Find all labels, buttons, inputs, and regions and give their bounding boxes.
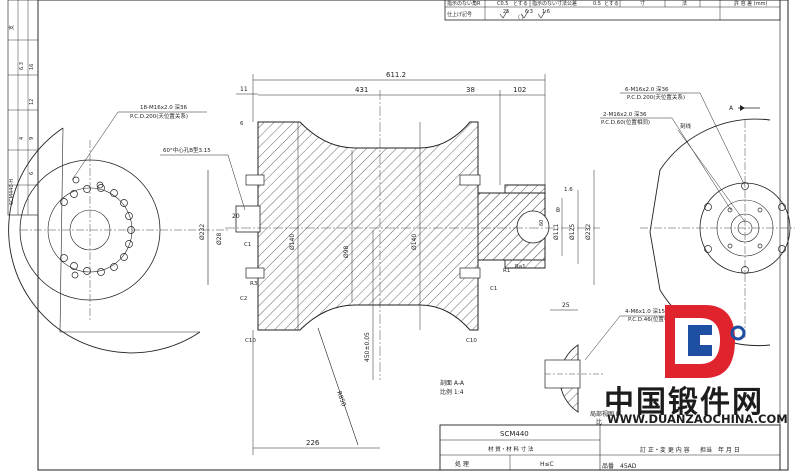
revision-cols: 担当 年 月 日 [700, 446, 740, 454]
finish-c: 1.6 [542, 9, 550, 15]
revision-label: 訂 正・変 更 内 容 [640, 446, 690, 454]
strip-text-0: 16 [29, 64, 35, 70]
dim-111: Ø111 [553, 224, 560, 240]
watermark-logo [665, 305, 746, 378]
dim-98: Ø98 [343, 245, 350, 258]
note-hole1: 18-M16x2.0 深36 [140, 103, 187, 111]
detail-label: 局部视图 B [590, 410, 620, 418]
dim-125: Ø125 [569, 224, 576, 240]
hdr-row2-label: 仕上げ記号 [447, 11, 472, 18]
strip-text-6: SCM440-H [9, 179, 15, 205]
left-strip-table: 16 12 9 6 6.3 4 SCM440-H 支 [7, 0, 39, 216]
strip-text-4: 6.3 [19, 62, 25, 70]
doc-number: 品番 45AD [602, 463, 637, 470]
finish-b: 6.3 [525, 9, 533, 15]
chamfer-c10-right: C10 [466, 338, 477, 344]
tb-mid: H≤C [540, 461, 554, 468]
note-pcd2: P.C.D.60(位置相同) [601, 118, 650, 126]
scale-label: 比例 1:4 [440, 388, 464, 396]
tb-process: 処 理 [455, 460, 469, 468]
header-table: 指示のない角R C0.5 とする 指示のない寸法公差 0.5 とする 寸 法 許… [444, 0, 781, 21]
note-hole2: 2-M16x2.0 深36 [603, 110, 647, 118]
left-view [8, 127, 230, 354]
roughness-ra: Ra1 [515, 264, 526, 270]
hdr-row1-val1: C0.5 [497, 1, 508, 7]
dim-102: 102 [513, 86, 526, 94]
chamfer-c10-left: C10 [245, 338, 256, 344]
hdr-row1-label2: 指示のない寸法公差 [532, 0, 577, 7]
dim-overall: 611.2 [386, 71, 406, 79]
dim-20: 20 [232, 213, 240, 220]
hdr-row1-c4: 法 [682, 0, 687, 7]
note-mark: 刻线 [680, 122, 692, 130]
dim-431: 431 [355, 86, 368, 94]
note-pcd6: P.C.D.200(天位置关系) [627, 93, 685, 101]
chamfer-c2: C2 [240, 296, 247, 302]
dim-140-left: Ø140 [289, 234, 296, 250]
dim-140-right: Ø140 [411, 234, 418, 250]
hdr-row1-c5: 許 容 差 (mm) [734, 0, 767, 7]
section-label: 剖面 A-A [440, 379, 465, 387]
hdr-row1-label: 指示のない角R [447, 0, 481, 7]
detail-view-b: 25 [544, 302, 605, 413]
hdr-row1-c3: 寸 [640, 0, 645, 7]
detail-scale: 比 [596, 418, 602, 426]
dim-232-right: Ø232 [585, 224, 592, 240]
brand-name: 中国锻件网 [604, 385, 764, 420]
finish-a: 25 [503, 9, 509, 15]
detail-mark-b: B [556, 207, 560, 214]
finish-6: 6 [240, 121, 244, 127]
main-section-view: 611.2 431 38 102 11 Ø232 Ø140 Ø98 Ø140 Ø… [199, 71, 600, 455]
dim-232-left: Ø232 [199, 224, 206, 240]
strip-text-1: 12 [29, 99, 35, 105]
dim-226: 226 [306, 439, 320, 447]
hdr-row1-val2: 0.5 [593, 1, 601, 7]
section-mark-a-top: A [729, 105, 734, 112]
note-hole4: 4-M6x1.0 深15 [625, 307, 665, 315]
title-block: SCM440 材 質・材 料 寸 法 訂 正・変 更 内 容 担当 年 月 日 … [439, 424, 781, 471]
strip-text-3: 6 [29, 172, 35, 175]
finish-symbol-icon [537, 9, 547, 19]
dim-25: 25 [562, 302, 570, 309]
dim-28: Ø28 [216, 232, 223, 245]
note-hole6: 6-M16x2.0 深36 [625, 85, 669, 93]
logo-gear-icon [688, 325, 712, 356]
dim-38: 38 [466, 86, 475, 94]
sheet-border [37, 0, 789, 471]
finish-symbol-icon [499, 9, 509, 19]
chamfer-c1-left: C1 [244, 242, 251, 248]
annotations: 18-M16x2.0 深36 P.C.D.200(天位置关系) 60°中心孔B型… [71, 85, 746, 426]
strip-cell: 支 [8, 25, 15, 30]
radius-r1: R1 [503, 268, 510, 274]
brand-url: WWW.DUANZAOCHINA.COM [607, 412, 788, 426]
dim-450: 450±0.05 [364, 332, 371, 362]
chamfer-c1-right: C1 [490, 286, 497, 292]
material-label: 材 質・材 料 寸 法 [488, 445, 534, 453]
hdr-row1-txt1: とする [513, 1, 528, 7]
radius-r3: R3 [250, 281, 258, 287]
finish-16: 1.6 [564, 187, 573, 193]
note-pcd1: P.C.D.200(天位置关系) [130, 112, 188, 120]
dim-60: 60 [539, 220, 545, 226]
hdr-row1-txt2: とする [604, 1, 619, 7]
note-centerhole: 60°中心孔B型3.15 [163, 146, 211, 154]
strip-text-2: 9 [29, 137, 35, 140]
finish-paren: （ ） [515, 15, 527, 21]
dim-11: 11 [240, 86, 248, 93]
dim-r850: R850 [335, 390, 347, 407]
strip-text-5: 4 [19, 137, 25, 140]
finish-symbol-icon [520, 9, 530, 19]
note-pcd4: P.C.D.46(位置相同) [628, 315, 677, 323]
material-name: SCM440 [500, 430, 529, 438]
